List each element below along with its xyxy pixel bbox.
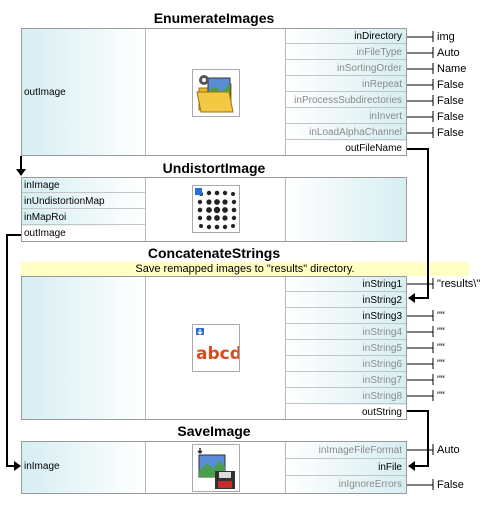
folder-images-gear-icon bbox=[192, 69, 240, 117]
value-inRepeat[interactable]: False bbox=[437, 79, 464, 91]
node-comment: Save remapped images to "results" direct… bbox=[21, 262, 469, 276]
port-inSortingOrder[interactable]: inSortingOrder bbox=[286, 61, 406, 76]
value-inString3[interactable]: "" bbox=[437, 310, 445, 322]
port-outImage[interactable]: outImage bbox=[22, 226, 145, 241]
port-inFile[interactable]: inFile bbox=[286, 459, 406, 476]
enumerate-left-column: outImage bbox=[22, 29, 145, 155]
value-inFileType[interactable]: Auto bbox=[437, 47, 460, 59]
port-inMapRoi[interactable]: inMapRoi bbox=[22, 210, 145, 225]
undistort-image-title: UndistortImage bbox=[162, 160, 266, 176]
value-inProcessSubdirectories[interactable]: False bbox=[437, 95, 464, 107]
save-image-disk-icon bbox=[192, 444, 240, 492]
concat-left-column bbox=[22, 277, 145, 419]
enumerate-center bbox=[145, 29, 286, 155]
port-inImage[interactable]: inImage bbox=[22, 178, 145, 193]
enumerate-right-column: inDirectory inFileType inSortingOrder in… bbox=[286, 29, 406, 155]
value-inDirectory[interactable]: img bbox=[437, 31, 455, 43]
port-outString[interactable]: outString bbox=[286, 405, 406, 419]
port-inProcessSubdirectories[interactable]: inProcessSubdirectories bbox=[286, 93, 406, 108]
value-inSortingOrder[interactable]: Name bbox=[437, 63, 467, 75]
port-inLoadAlphaChannel[interactable]: inLoadAlphaChannel bbox=[286, 125, 406, 140]
undistort-left-column: inImage inUndistortionMap inMapRoi outIm… bbox=[22, 178, 145, 241]
port-inString6[interactable]: inString6 bbox=[286, 357, 406, 372]
port-inIgnoreErrors[interactable]: inIgnoreErrors bbox=[338, 479, 402, 490]
wire-filename-to-string2 bbox=[407, 148, 429, 299]
value-inString8[interactable]: "" bbox=[437, 390, 445, 402]
port-inString7[interactable]: inString7 bbox=[286, 373, 406, 388]
save-image-node[interactable]: inImage inImageFileFormat inFile inIgnor… bbox=[21, 441, 407, 494]
port-inString2[interactable]: inString2 bbox=[286, 293, 406, 308]
value-inString5[interactable]: "" bbox=[437, 342, 445, 354]
value-inString6[interactable]: "" bbox=[437, 358, 445, 370]
value-inLoadAlphaChannel[interactable]: False bbox=[437, 127, 464, 139]
value-inString7[interactable]: "" bbox=[437, 374, 445, 386]
port-inRepeat[interactable]: inRepeat bbox=[286, 77, 406, 92]
concatenate-strings-node[interactable]: abcd inString1 inString2 inString3 inStr… bbox=[21, 276, 407, 420]
save-right-column: inImageFileFormat inFile inIgnoreErrors bbox=[286, 442, 406, 493]
port-inString5[interactable]: inString5 bbox=[286, 341, 406, 356]
port-inString4[interactable]: inString4 bbox=[286, 325, 406, 340]
wire-undistort-to-save bbox=[6, 234, 21, 467]
save-left-column: inImage bbox=[22, 442, 145, 493]
concatenate-strings-title: ConcatenateStrings bbox=[147, 245, 281, 261]
wire-arrowheads bbox=[14, 169, 415, 471]
port-inInvert[interactable]: inInvert bbox=[286, 109, 406, 124]
port-inFileType[interactable]: inFileType bbox=[286, 45, 406, 60]
enumerate-images-node[interactable]: outImage inDirectory inFileType inSortin… bbox=[21, 28, 407, 156]
port-inString8[interactable]: inString8 bbox=[286, 389, 406, 404]
port-inDirectory[interactable]: inDirectory bbox=[286, 29, 406, 44]
svg-text:abcd: abcd bbox=[196, 344, 239, 364]
distorted-grid-icon bbox=[192, 185, 240, 233]
port-outFileName[interactable]: outFileName bbox=[286, 141, 406, 155]
undistort-image-node[interactable]: inImage inUndistortionMap inMapRoi outIm… bbox=[21, 177, 407, 242]
port-inUndistortionMap[interactable]: inUndistortionMap bbox=[22, 194, 145, 209]
port-inImage-save[interactable]: inImage bbox=[24, 461, 60, 472]
save-center bbox=[145, 442, 286, 493]
port-inImageFileFormat[interactable]: inImageFileFormat bbox=[286, 442, 406, 459]
wire-string-to-infile bbox=[407, 410, 429, 467]
undistort-right-column bbox=[286, 178, 406, 241]
enumerate-images-title: EnumerateImages bbox=[153, 10, 275, 26]
value-inInvert[interactable]: False bbox=[437, 111, 464, 123]
data-wires bbox=[6, 148, 429, 467]
port-outImage[interactable]: outImage bbox=[24, 87, 66, 98]
save-image-title: SaveImage bbox=[177, 423, 251, 439]
value-inString1[interactable]: "results\" bbox=[437, 278, 481, 290]
value-inString4[interactable]: "" bbox=[437, 326, 445, 338]
concat-right-column: inString1 inString2 inString3 inString4 … bbox=[286, 277, 406, 419]
undistort-center bbox=[145, 178, 286, 241]
value-inImageFileFormat[interactable]: Auto bbox=[437, 444, 460, 456]
value-inIgnoreErrors[interactable]: False bbox=[437, 479, 464, 491]
port-inString1[interactable]: inString1 bbox=[286, 277, 406, 292]
port-inString3[interactable]: inString3 bbox=[286, 309, 406, 324]
abcd-text-icon: abcd bbox=[192, 324, 242, 372]
concat-center: abcd bbox=[145, 277, 286, 419]
value-brackets bbox=[407, 31, 434, 490]
